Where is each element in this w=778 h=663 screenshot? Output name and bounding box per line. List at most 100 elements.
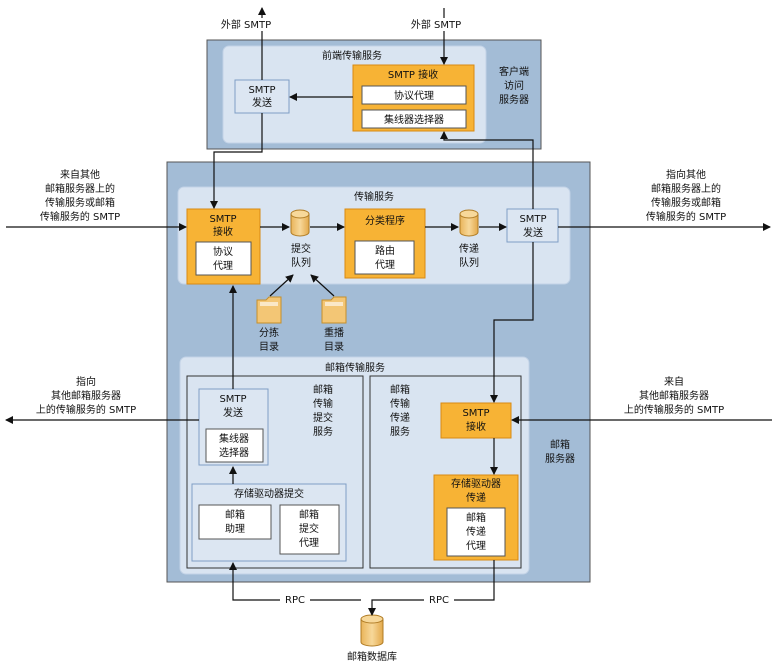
svg-text:SMTP: SMTP (462, 408, 489, 419)
flow-arrows (5, 7, 772, 616)
fe-protocol-agent: 协议代理 (394, 89, 434, 102)
ext-smtp-left-label: 外部 SMTP (221, 18, 271, 31)
mailbox-submission-agent: 邮箱 (299, 508, 319, 521)
fe-smtp-send-box: SMTP 发送 (234, 79, 290, 114)
svg-text:传输服务的 SMTP: 传输服务的 SMTP (646, 210, 726, 223)
rpc-left-label: RPC (285, 595, 305, 606)
svg-text:服务: 服务 (390, 425, 410, 438)
svg-text:传递: 传递 (466, 525, 486, 538)
svg-text:来自: 来自 (664, 375, 684, 388)
delivery-service-frame (369, 375, 522, 569)
svg-text:SMTP 接收: SMTP 接收 (388, 68, 438, 81)
tr-smtp-receive-box: SMTP 接收 协议 代理 (186, 208, 261, 285)
svg-text:选择器: 选择器 (219, 446, 249, 459)
svg-text:传递: 传递 (390, 411, 410, 424)
svg-text:邮箱服务器上的: 邮箱服务器上的 (45, 182, 115, 195)
svg-text:发送: 发送 (252, 96, 272, 109)
svg-text:传输: 传输 (313, 397, 333, 410)
svg-text:代理: 代理 (299, 537, 319, 549)
svg-text:提交: 提交 (299, 522, 319, 535)
routing-agent: 路由 (375, 244, 395, 257)
svg-text:SMTP: SMTP (209, 214, 236, 225)
svg-text:队列: 队列 (459, 256, 479, 269)
delivery-queue-label: 传递 (459, 242, 479, 255)
svg-text:邮箱: 邮箱 (390, 383, 410, 396)
submission-service-label: 邮箱 传输 提交 服务 (313, 383, 333, 438)
mailbox-server: 邮箱 服务器 传输服务 SMTP 接收 协议 代理 提交 队列 分类程序 路由 … (166, 161, 591, 583)
svg-text:传输服务或邮箱: 传输服务或邮箱 (45, 196, 115, 209)
submission-service-frame (186, 375, 364, 569)
outgoing-right-label: 指向其他 邮箱服务器上的 传输服务或邮箱 传输服务的 SMTP (646, 168, 726, 223)
mailbox-delivery-agent: 邮箱 (466, 511, 486, 524)
incoming-right-label: 来自 其他邮箱服务器 上的传输服务的 SMTP (624, 375, 724, 416)
mailbox-server-label: 邮箱 服务器 (545, 438, 575, 465)
svg-text:SMTP: SMTP (219, 394, 246, 405)
rpc-right-label: RPC (429, 595, 449, 606)
svg-text:其他邮箱服务器: 其他邮箱服务器 (51, 389, 121, 402)
svg-text:代理: 代理 (375, 259, 395, 271)
replay-folder-icon (321, 296, 347, 324)
svg-text:指向: 指向 (76, 375, 96, 388)
delivery-queue-icon (459, 209, 479, 237)
svg-text:提交: 提交 (313, 411, 333, 424)
mailbox-assistant: 邮箱 (225, 508, 245, 521)
cas-server-label: 客户端 访问 服务器 (499, 65, 529, 106)
pickup-folder-icon (256, 296, 282, 324)
svg-text:传输服务或邮箱: 传输服务或邮箱 (651, 196, 721, 209)
mailbox-database-icon (360, 614, 384, 647)
categorizer-box: 分类程序 路由 代理 (344, 208, 426, 279)
mailbox-database-label: 邮箱数据库 (347, 650, 397, 663)
client-access-server: 前端传输服务 客户端 访问 服务器 SMTP 发送 SMTP 接收 协议代理 集… (206, 39, 542, 150)
svg-text:分类程序: 分类程序 (365, 214, 405, 227)
incoming-left-label: 来自其他 邮箱服务器上的 传输服务或邮箱 传输服务的 SMTP (40, 168, 120, 223)
svg-text:指向其他: 指向其他 (666, 168, 706, 181)
svg-text:SMTP: SMTP (519, 214, 546, 225)
mb-smtp-receive-box: SMTP 接收 (440, 402, 512, 439)
svg-text:代理: 代理 (213, 260, 233, 272)
frontend-service-title: 前端传输服务 (322, 49, 382, 62)
pickup-dir-label: 分拣 (259, 326, 279, 339)
delivery-service-label: 邮箱 传输 传递 服务 (390, 383, 410, 438)
svg-text:队列: 队列 (291, 256, 311, 269)
fe-hub-selector: 集线器选择器 (384, 113, 444, 126)
replay-dir-label: 重播 (324, 326, 344, 339)
outgoing-left-label: 指向 其他邮箱服务器 上的传输服务的 SMTP (36, 375, 136, 416)
svg-text:存储驱动器提交: 存储驱动器提交 (234, 487, 304, 500)
svg-text:发送: 发送 (223, 406, 243, 419)
submission-queue-icon (290, 209, 310, 237)
store-driver-submit-box: 存储驱动器提交 邮箱 助理 邮箱 提交 代理 (191, 483, 347, 562)
transport-service-title: 传输服务 (354, 190, 394, 203)
ext-smtp-right-label: 外部 SMTP (411, 18, 461, 31)
svg-text:访问: 访问 (504, 79, 524, 92)
tr-smtp-send-box: SMTP 发送 (506, 208, 559, 243)
svg-text:服务器: 服务器 (499, 93, 529, 106)
svg-text:助理: 助理 (225, 522, 245, 535)
mb-hub-selector: 集线器 (219, 432, 249, 445)
svg-text:发送: 发送 (523, 226, 543, 239)
svg-text:上的传输服务的 SMTP: 上的传输服务的 SMTP (624, 403, 724, 416)
svg-text:接收: 接收 (213, 225, 233, 238)
svg-text:邮箱服务器上的: 邮箱服务器上的 (651, 182, 721, 195)
svg-text:SMTP: SMTP (248, 85, 275, 96)
svg-text:服务: 服务 (313, 425, 333, 438)
svg-text:目录: 目录 (324, 341, 344, 353)
svg-text:存储驱动器: 存储驱动器 (451, 477, 501, 490)
svg-text:目录: 目录 (259, 341, 279, 353)
svg-text:接收: 接收 (466, 420, 486, 433)
svg-text:邮箱: 邮箱 (313, 383, 333, 396)
svg-text:传递: 传递 (466, 491, 486, 504)
svg-text:邮箱: 邮箱 (550, 438, 570, 451)
fe-smtp-receive-box: SMTP 接收 协议代理 集线器选择器 (352, 64, 475, 132)
svg-text:其他邮箱服务器: 其他邮箱服务器 (639, 389, 709, 402)
svg-text:上的传输服务的 SMTP: 上的传输服务的 SMTP (36, 403, 136, 416)
svg-text:传输服务的 SMTP: 传输服务的 SMTP (40, 210, 120, 223)
store-driver-deliver-box: 存储驱动器 传递 邮箱 传递 代理 (433, 474, 519, 561)
svg-text:客户端: 客户端 (499, 65, 529, 78)
svg-text:传输: 传输 (390, 397, 410, 410)
svg-text:来自其他: 来自其他 (60, 168, 100, 181)
mb-smtp-send-box: SMTP 发送 集线器 选择器 (198, 388, 269, 466)
svg-text:代理: 代理 (466, 540, 486, 552)
svg-text:服务器: 服务器 (545, 452, 575, 465)
submission-queue-label: 提交 (291, 242, 311, 255)
